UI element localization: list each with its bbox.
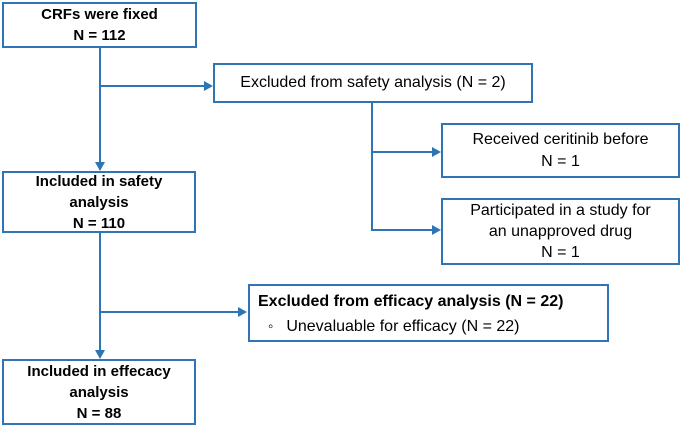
circle-bullet-icon: ◦ bbox=[268, 318, 274, 335]
box-included-efficacy-analysis: Included in effecacy analysis N = 88 bbox=[2, 359, 196, 425]
arrow-right-icon bbox=[432, 147, 441, 157]
connector-crfs-to-included-safety bbox=[99, 48, 101, 163]
box-excluded-efficacy-analysis: Excluded from efficacy analysis (N = 22)… bbox=[248, 284, 609, 342]
connector-to-participated-unapproved bbox=[371, 229, 432, 231]
arrow-right-icon bbox=[238, 307, 247, 317]
connector-to-excluded-efficacy bbox=[99, 311, 239, 313]
arrow-right-icon bbox=[432, 225, 441, 235]
box-participated-unapproved-drug-study: Participated in a study for an unapprove… bbox=[441, 198, 680, 265]
box-excluded-safety-analysis: Excluded from safety analysis (N = 2) bbox=[213, 63, 533, 103]
box-received-ceritinib-before: Received ceritinib before N = 1 bbox=[441, 123, 680, 178]
box-included-safety-analysis: Included in safety analysis N = 110 bbox=[2, 171, 196, 233]
connector-to-received-ceritinib bbox=[371, 151, 432, 153]
arrow-right-icon bbox=[204, 81, 213, 91]
excluded-efficacy-bullet-row: ◦ Unevaluable for efficacy (N = 22) bbox=[258, 314, 599, 339]
arrow-down-icon bbox=[95, 350, 105, 359]
connector-included-safety-to-included-efficacy bbox=[99, 233, 101, 351]
excluded-efficacy-title: Excluded from efficacy analysis (N = 22) bbox=[258, 293, 564, 310]
connector-crfs-to-excluded-safety bbox=[99, 85, 205, 87]
arrow-down-icon bbox=[95, 162, 105, 171]
excluded-efficacy-bullet-text: Unevaluable for efficacy (N = 22) bbox=[286, 318, 520, 335]
box-crfs-fixed: CRFs were fixed N = 112 bbox=[2, 2, 197, 48]
connector-excluded-safety-stem bbox=[371, 103, 373, 231]
